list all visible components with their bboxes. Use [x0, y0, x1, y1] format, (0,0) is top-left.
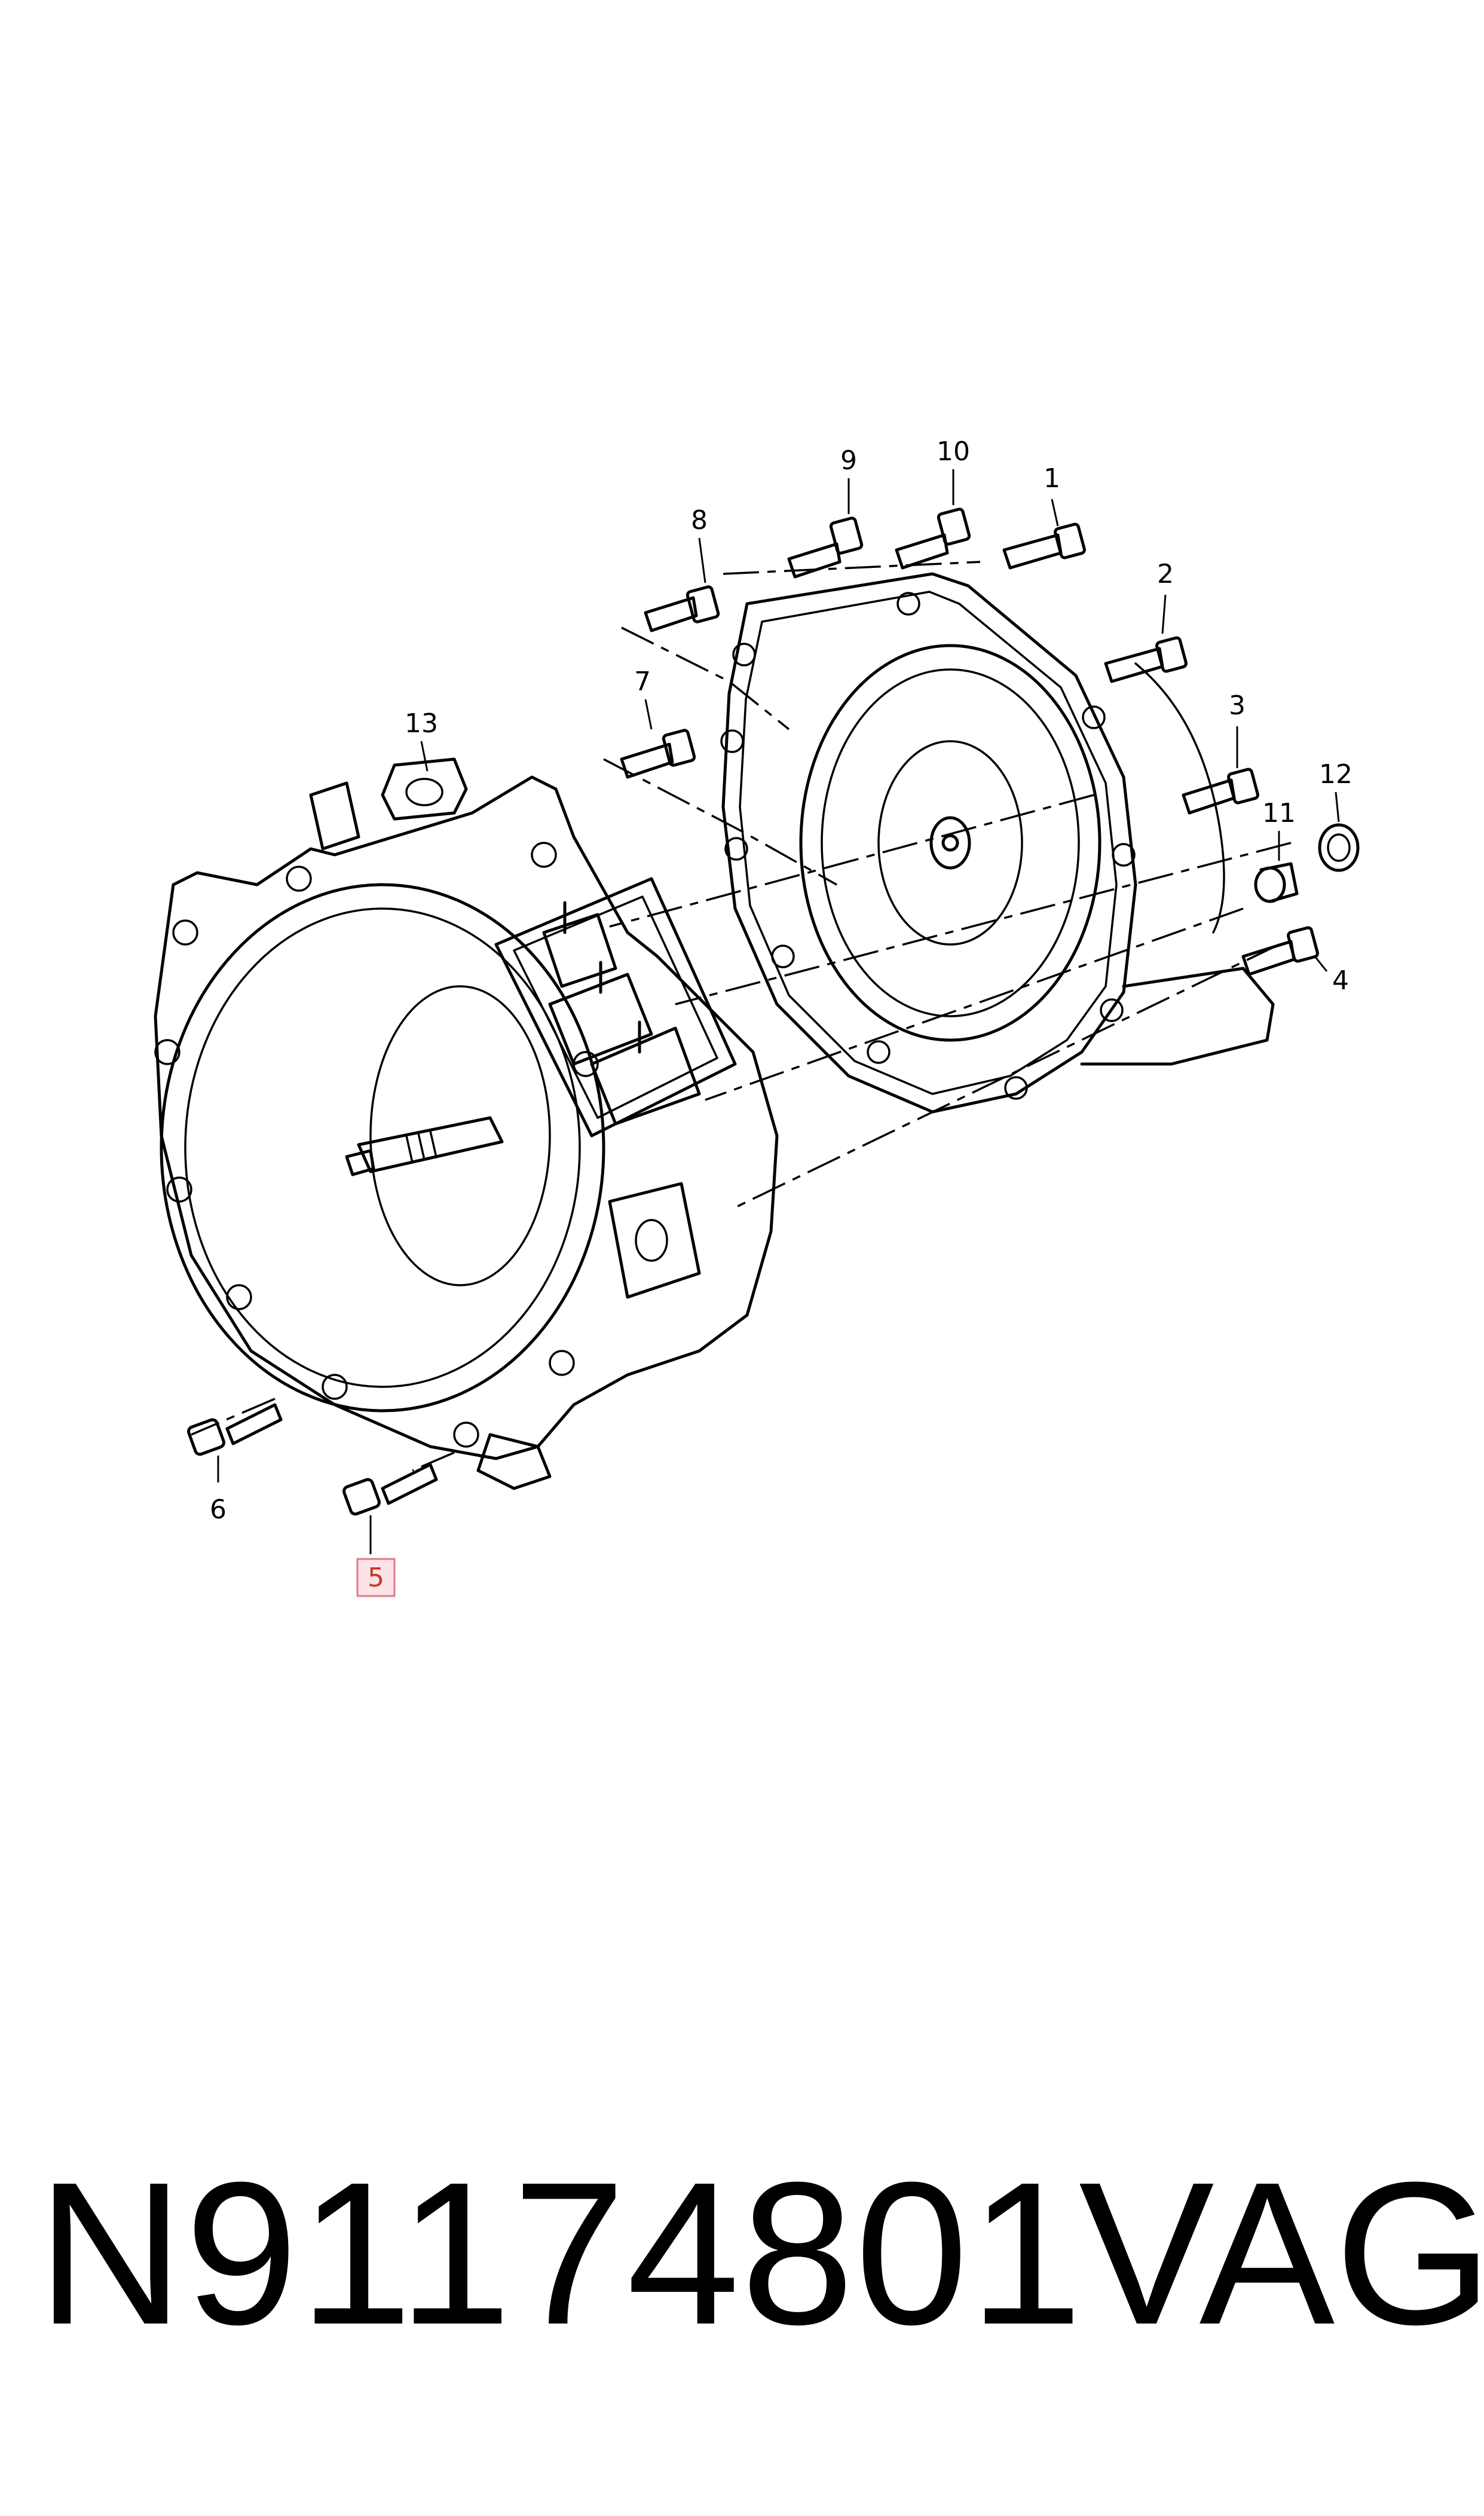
callout-8: 8	[691, 505, 708, 536]
front-housing	[154, 757, 779, 1490]
bolt-3	[1182, 768, 1259, 815]
callout-9: 9	[840, 445, 857, 476]
assembly-lines	[191, 561, 1292, 1472]
callout-5: 5	[368, 1563, 384, 1593]
bolt-10	[895, 508, 971, 570]
callout-1: 1	[1044, 463, 1060, 494]
bolts	[187, 508, 1360, 1516]
callout-5-highlight	[356, 1558, 396, 1597]
callout-labels: 1 2 3 4 5 6 7 8 9 10 11 12 13	[210, 436, 1353, 1597]
footer: N91174801 VAG	[0, 2128, 1484, 2379]
bolt-9	[787, 516, 864, 579]
brand-name: VAG	[1079, 2140, 1484, 2367]
callout-10: 10	[937, 436, 970, 467]
callout-7: 7	[634, 667, 651, 697]
callout-13: 13	[405, 708, 438, 739]
bolt-7	[620, 729, 696, 779]
callout-2: 2	[1157, 559, 1174, 589]
cap-12	[1318, 823, 1360, 872]
callout-4: 4	[1332, 965, 1349, 996]
callout-11: 11	[1262, 798, 1296, 829]
sleeve-11	[1254, 862, 1299, 903]
part-number: N91174801	[37, 2140, 1084, 2367]
bolt-2	[1104, 636, 1188, 683]
bolt-1	[1002, 522, 1086, 570]
callout-6: 6	[210, 1494, 227, 1525]
bolt-6	[187, 1403, 283, 1456]
callout-leaders	[217, 469, 1340, 1554]
callout-12: 12	[1319, 759, 1353, 790]
bolt-4	[1241, 926, 1319, 976]
callout-3: 3	[1229, 690, 1246, 721]
rear-housing	[720, 572, 1275, 1114]
bolt-5	[342, 1463, 438, 1516]
bolt-8	[644, 585, 720, 632]
